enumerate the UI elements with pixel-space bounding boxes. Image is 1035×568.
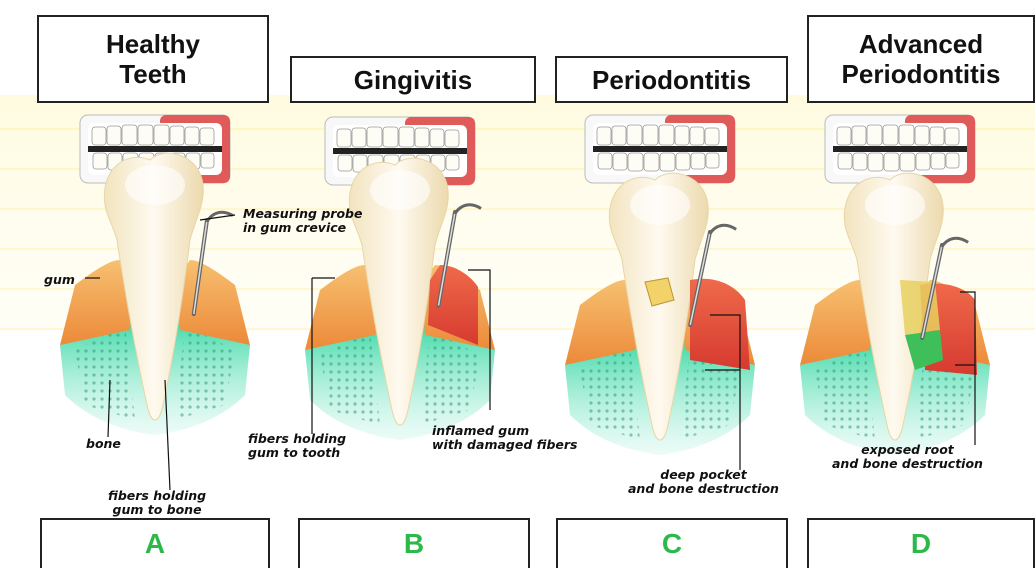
label-exposed-root: exposed root and bone destruction xyxy=(832,443,983,471)
label-line: gum to tooth xyxy=(248,446,346,460)
smile-thumbnail-c xyxy=(585,115,735,183)
letter-a: A xyxy=(145,528,165,560)
label-measuring-probe: Measuring probe in gum crevice xyxy=(243,207,362,235)
label-line: fibers holding xyxy=(108,489,206,503)
label-line: exposed root xyxy=(832,443,983,457)
letter-box-c: C xyxy=(556,518,788,568)
label-line: inflamed gum xyxy=(432,424,578,438)
letter-box-a: A xyxy=(40,518,270,568)
label-line: and bone destruction xyxy=(628,482,779,496)
label-fibers-gum-to-bone: fibers holding gum to bone xyxy=(108,489,206,517)
label-gum: gum xyxy=(44,273,75,287)
label-line: Measuring probe xyxy=(243,207,362,221)
label-line: gum to bone xyxy=(108,503,206,517)
label-inflamed-gum: inflamed gum with damaged fibers xyxy=(432,424,578,452)
label-line: deep pocket xyxy=(628,468,779,482)
smile-thumbnail-d xyxy=(825,115,975,183)
label-fibers-gum-to-tooth: fibers holding gum to tooth xyxy=(248,432,346,460)
letter-b: B xyxy=(404,528,424,560)
letter-box-b: B xyxy=(298,518,530,568)
label-deep-pocket: deep pocket and bone destruction xyxy=(628,468,779,496)
label-line: and bone destruction xyxy=(832,457,983,471)
label-line: in gum crevice xyxy=(243,221,362,235)
letter-d: D xyxy=(911,528,931,560)
label-bone: bone xyxy=(86,437,121,451)
label-line: fibers holding xyxy=(248,432,346,446)
label-line: with damaged fibers xyxy=(432,438,578,452)
tooth-diagram-d xyxy=(800,173,990,455)
letter-box-d: D xyxy=(807,518,1035,568)
tooth-diagram-b xyxy=(305,158,495,440)
letter-c: C xyxy=(662,528,682,560)
tooth-diagram-c xyxy=(565,173,755,455)
tooth-diagram-a xyxy=(60,153,250,435)
